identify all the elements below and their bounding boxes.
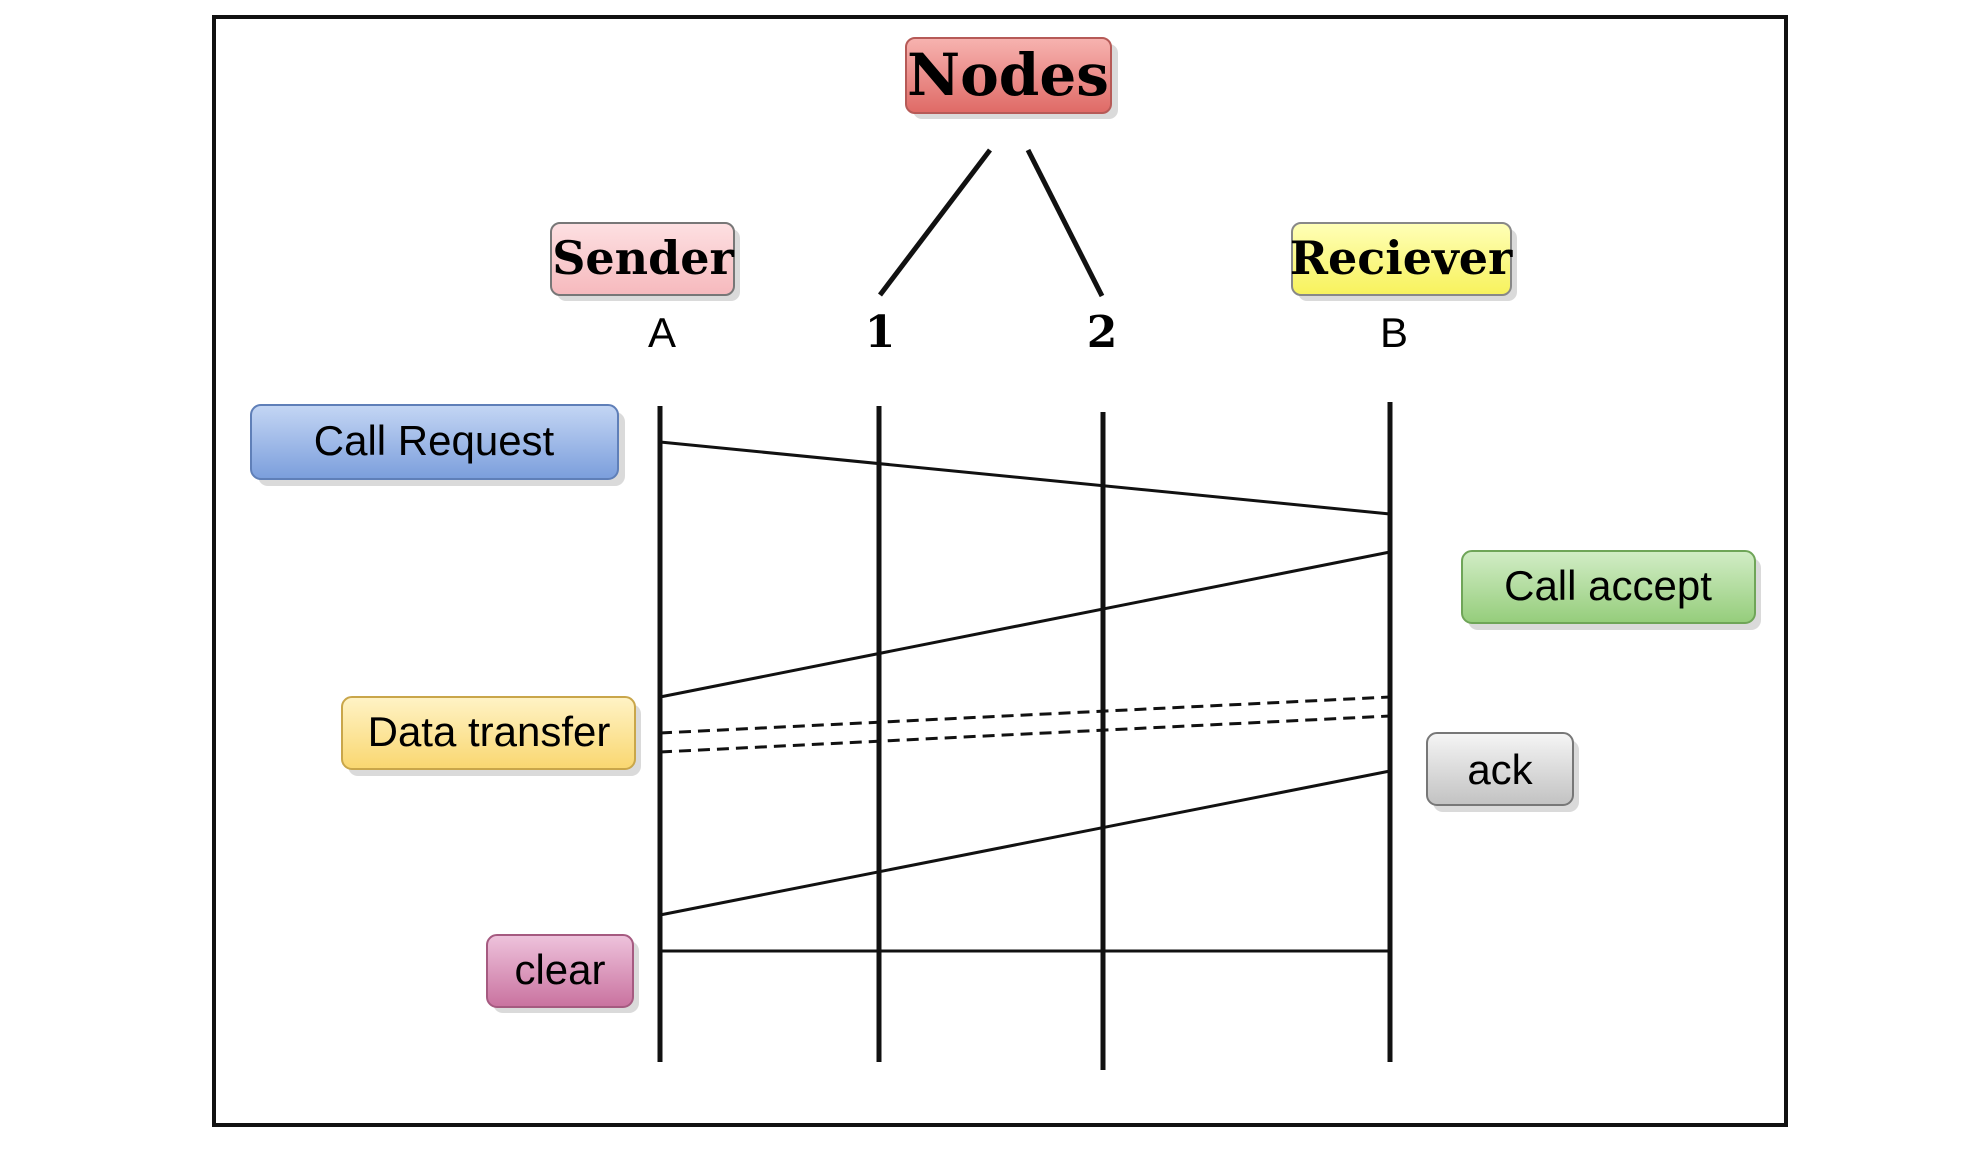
title-to-node-2-connector bbox=[1025, 148, 1105, 298]
ack-label: ack bbox=[1467, 746, 1533, 793]
call-accept-label-box: Call accept bbox=[1461, 550, 1761, 630]
data-transfer-label: Data transfer bbox=[368, 708, 611, 755]
ack-line bbox=[659, 769, 1391, 917]
clear-label-box: clear bbox=[486, 934, 639, 1013]
data-transfer-line-2 bbox=[659, 714, 1391, 754]
nodes-title-box: Nodes bbox=[905, 37, 1118, 119]
node-a-label: A bbox=[648, 309, 676, 356]
call-accept-line bbox=[659, 550, 1391, 699]
receiver-label: Reciever bbox=[1290, 231, 1513, 285]
receiver-label-box: Reciever bbox=[1290, 222, 1517, 301]
nodes-title: Nodes bbox=[907, 41, 1109, 109]
call-request-label: Call Request bbox=[314, 417, 555, 464]
title-to-node-1-connector bbox=[878, 148, 992, 297]
node-2-label: 2 bbox=[1087, 307, 1118, 358]
call-request-line bbox=[659, 440, 1391, 516]
sender-label: Sender bbox=[552, 231, 734, 285]
call-accept-label: Call accept bbox=[1504, 562, 1712, 609]
data-transfer-line-1 bbox=[659, 695, 1391, 735]
node-1-label: 1 bbox=[865, 307, 896, 358]
sender-label-box: Sender bbox=[550, 222, 740, 301]
call-request-label-box: Call Request bbox=[250, 404, 625, 486]
clear-label: clear bbox=[514, 946, 605, 993]
node-b-label: B bbox=[1380, 309, 1408, 356]
data-transfer-label-box: Data transfer bbox=[341, 696, 641, 776]
ack-label-box: ack bbox=[1426, 732, 1579, 812]
